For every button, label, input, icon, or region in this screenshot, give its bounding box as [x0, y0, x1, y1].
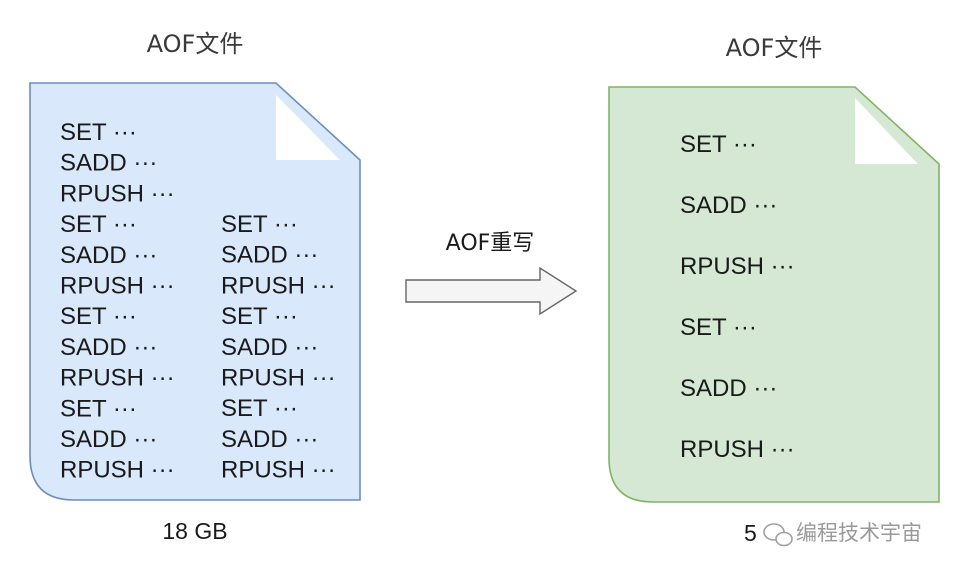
left-file-shape: [29, 82, 361, 501]
right-command-list: SET ··· SADD ··· RPUSH ··· SET ··· SADD ··· R…: [680, 131, 795, 463]
command-line: SET ···: [60, 395, 137, 422]
left-command-list-col2: SET ··· SADD ··· RPUSH ··· SET ··· SADD ··· R…: [221, 211, 336, 484]
left-file-fold-icon: [276, 95, 340, 160]
command-line: SADD ···: [60, 334, 157, 361]
left-aof-file: SET ··· SADD ··· RPUSH ··· SET ··· SADD ··· R…: [29, 82, 361, 501]
command-line: SADD ···: [60, 150, 157, 177]
command-line: SADD ···: [680, 192, 777, 219]
right-file-title: AOF文件: [726, 34, 823, 62]
rewrite-arrow-label: AOF重写: [446, 231, 535, 256]
watermark-text: 编程技术宇宙: [796, 521, 922, 545]
wechat-icon: [763, 523, 793, 547]
command-line: SET ···: [60, 211, 137, 238]
command-line: SADD ···: [221, 242, 318, 269]
command-line: RPUSH ···: [60, 365, 175, 392]
rewrite-arrow-shape: [405, 266, 578, 316]
right-file-shape: [608, 86, 940, 503]
command-line: RPUSH ···: [680, 253, 795, 280]
command-line: SET ···: [680, 131, 757, 158]
command-line: RPUSH ···: [221, 272, 336, 299]
command-line: SADD ···: [60, 426, 157, 453]
command-line: SET ···: [60, 303, 137, 330]
command-line: RPUSH ···: [221, 457, 336, 484]
command-line: SADD ···: [221, 334, 318, 361]
rewrite-arrow: AOF重写: [405, 231, 578, 316]
command-line: SET ···: [221, 303, 298, 330]
command-line: SET ···: [221, 211, 298, 238]
command-line: RPUSH ···: [680, 436, 795, 463]
left-command-list-col1: SET ··· SADD ··· RPUSH ··· SET ··· SADD ··· R…: [60, 119, 175, 484]
command-line: RPUSH ···: [60, 457, 175, 484]
right-aof-file: SET ··· SADD ··· RPUSH ··· SET ··· SADD ··· R…: [608, 86, 940, 503]
command-line: SADD ···: [221, 426, 318, 453]
command-line: SADD ···: [680, 375, 777, 402]
right-file-fold-icon: [855, 98, 918, 164]
command-line: RPUSH ···: [221, 365, 336, 392]
left-file-title: AOF文件: [147, 30, 244, 58]
left-file-size: 18 GB: [162, 518, 227, 544]
right-file-size: 5: [744, 520, 757, 546]
command-line: SET ···: [221, 395, 298, 422]
command-line: RPUSH ···: [60, 180, 175, 207]
command-line: RPUSH ···: [60, 273, 175, 300]
command-line: SET ···: [680, 314, 757, 341]
command-line: SADD ···: [60, 242, 157, 269]
command-line: SET ···: [60, 119, 137, 146]
watermark: 编程技术宇宙: [763, 521, 922, 547]
